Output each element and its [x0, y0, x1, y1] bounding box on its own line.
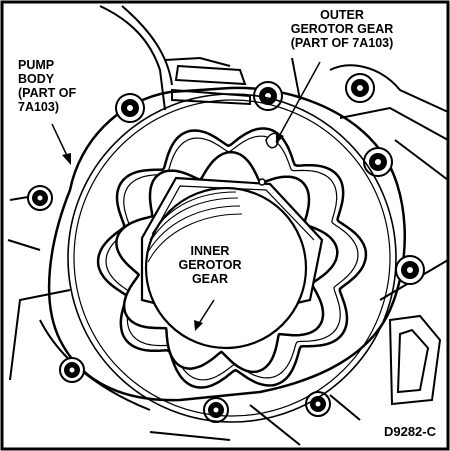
outer-gerotor-gear-rim: [105, 135, 359, 381]
bolt-boss-bottom: [203, 397, 229, 423]
inner-gear-label-line-1: INNER: [190, 244, 230, 258]
bolt-boss-top-right: [345, 73, 375, 103]
pump-body-label-line-3: (PART OF: [18, 86, 77, 100]
bolt-boss-top-left: [115, 93, 145, 123]
bolt-boss-left: [27, 185, 53, 211]
bolt-boss-bottom-right: [305, 391, 331, 417]
bolt-boss-right: [363, 147, 393, 177]
bolt-bosses: [27, 73, 425, 423]
pump-body-label-line-4: 7A103): [18, 100, 59, 114]
pump-body-arrowhead: [62, 153, 71, 165]
inner-gear-label-line-2: GEROTOR: [178, 258, 242, 272]
outer-gerotor-gear-label: OUTER GEROTOR GEAR (PART OF 7A103): [268, 8, 416, 50]
inner-gear-label-line-3: GEAR: [191, 272, 229, 286]
gear-pocket-ring-inner: [73, 99, 391, 417]
gear-bore: [144, 186, 308, 350]
pump-body-label-line-1: PUMP: [18, 58, 55, 72]
leader-arrowheads: [62, 132, 284, 331]
outer-gear-label-line-3: (PART OF 7A103): [290, 36, 394, 50]
outer-gear-label-line-2: GEROTOR GEAR: [290, 22, 394, 36]
housing-linework: [7, 5, 449, 446]
pump-body-label-line-2: BODY: [18, 72, 55, 86]
gear-index-dot: [258, 178, 266, 186]
bolt-boss-far-right: [395, 255, 425, 285]
inner-gear-arrowhead: [194, 320, 203, 331]
gear-pocket-ring-outer: [67, 93, 397, 423]
outer-gear-leader: [275, 61, 321, 143]
pump-body-outline: [47, 86, 406, 402]
inner-gerotor-gear-label: INNER GEROTOR GEAR: [166, 244, 254, 286]
outer-gear-arrowhead: [276, 132, 284, 144]
figure-code: D9282-C: [383, 424, 436, 439]
pump-body-label: PUMP BODY (PART OF 7A103): [18, 58, 88, 114]
bolt-boss-bottom-left: [59, 357, 85, 383]
outer-gear-label-line-1: OUTER: [320, 8, 364, 22]
bore-shading-lines: [147, 191, 243, 263]
